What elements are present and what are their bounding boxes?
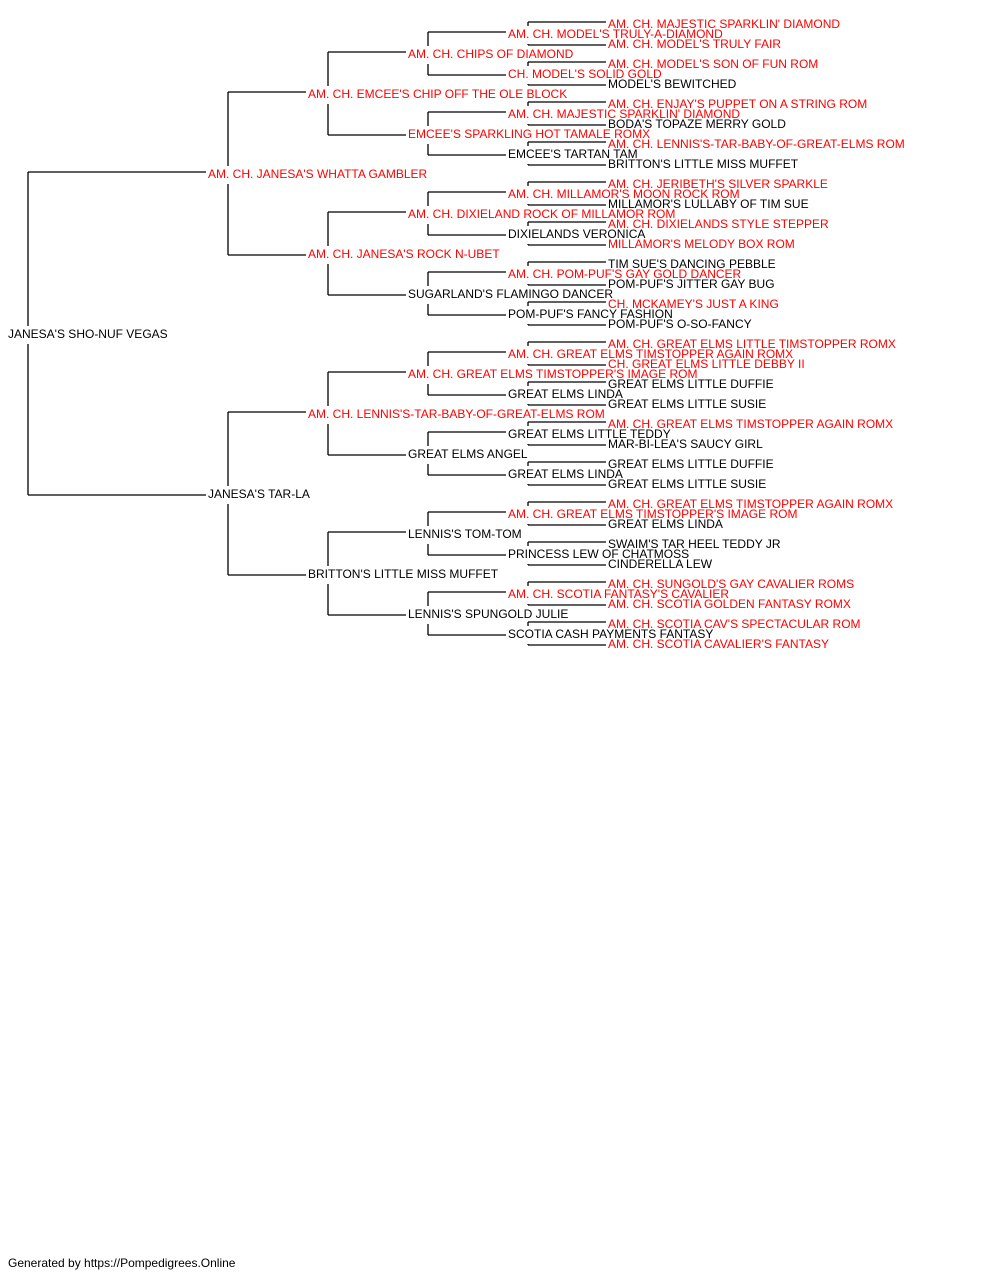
dog-name-label: POM-PUF'S O-SO-FANCY xyxy=(608,317,752,331)
dog-name-label: AM. CH. EMCEE'S CHIP OFF THE OLE BLOCK xyxy=(308,87,567,101)
dog-name-label: BODA'S TOPAZE MERRY GOLD xyxy=(608,117,786,131)
dog-name-label: AM. CH. MODEL'S TRULY FAIR xyxy=(608,37,781,51)
dog-name-label: MILLAMOR'S MELODY BOX ROM xyxy=(608,237,795,251)
dog-name-label: AM. CH. JANESA'S WHATTA GAMBLER xyxy=(208,167,428,181)
dog-name-label: CH. GREAT ELMS LITTLE DEBBY II xyxy=(608,357,805,371)
dog-name-label: AM. CH. SCOTIA GOLDEN FANTASY ROMX xyxy=(608,597,851,611)
dog-name-label: GREAT ELMS LITTLE TEDDY xyxy=(508,427,671,441)
dog-name-label: AM. CH. GREAT ELMS TIMSTOPPER AGAIN ROMX xyxy=(608,497,893,511)
dog-name-label: AM. CH. SCOTIA FANTASY'S CAVALIER xyxy=(508,587,729,601)
dog-name-label: AM. CH. GREAT ELMS TIMSTOPPER'S IMAGE RO… xyxy=(408,367,697,381)
dog-name-label: AM. CH. MAJESTIC SPARKLIN' DIAMOND xyxy=(508,107,740,121)
dog-name-label: AM. CH. JERIBETH'S SILVER SPARKLE xyxy=(608,177,828,191)
dog-name-label: AM. CH. POM-PUF'S GAY GOLD DANCER xyxy=(508,267,742,281)
dog-name-label: EMCEE'S SPARKLING HOT TAMALE ROMX xyxy=(408,127,650,141)
dog-name-label: AM. CH. CHIPS OF DIAMOND xyxy=(408,47,574,61)
dog-name-label: AM. CH. MILLAMOR'S MOON ROCK ROM xyxy=(508,187,740,201)
dog-name-label: LENNIS'S TOM-TOM xyxy=(408,527,522,541)
dog-name-label: GREAT ELMS LINDA xyxy=(508,387,623,401)
dog-name-label: DIXIELANDS VERONICA xyxy=(508,227,645,241)
dog-name-label: AM. CH. DIXIELANDS STYLE STEPPER xyxy=(608,217,829,231)
dog-name-label: POM-PUF'S FANCY FASHION xyxy=(508,307,673,321)
dog-name-label: POM-PUF'S JITTER GAY BUG xyxy=(608,277,775,291)
dog-name-label: GREAT ELMS LITTLE SUSIE xyxy=(608,477,766,491)
pedigree-connector-lines xyxy=(27,21,606,646)
dog-name-label: AM. CH. JANESA'S ROCK N-UBET xyxy=(308,247,500,261)
dog-name-label: JANESA'S TAR-LA xyxy=(208,487,310,501)
dog-name-label: AM. CH. SUNGOLD'S GAY CAVALIER ROMS xyxy=(608,577,854,591)
dog-name-label: GREAT ELMS ANGEL xyxy=(408,447,528,461)
dog-name-label: MODEL'S BEWITCHED xyxy=(608,77,737,91)
dog-name-label: AM. CH. GREAT ELMS LITTLE TIMSTOPPER ROM… xyxy=(608,337,896,351)
dog-name-label: CH. MCKAMEY'S JUST A KING xyxy=(608,297,779,311)
dog-name-label: SWAIM'S TAR HEEL TEDDY JR xyxy=(608,537,781,551)
dog-name-label: GREAT ELMS LINDA xyxy=(508,467,623,481)
dog-name-label: GREAT ELMS LITTLE DUFFIE xyxy=(608,457,774,471)
dog-name-label: AM. CH. MAJESTIC SPARKLIN' DIAMOND xyxy=(608,17,840,31)
dog-name-label: LENNIS'S SPUNGOLD JULIE xyxy=(408,607,568,621)
dog-name-label: JANESA'S SHO-NUF VEGAS xyxy=(8,327,168,341)
dog-name-label: TIM SUE'S DANCING PEBBLE xyxy=(608,257,776,271)
dog-name-label: AM. CH. SCOTIA CAV'S SPECTACULAR ROM xyxy=(608,617,861,631)
dog-name-label: AM. CH. LENNIS'S-TAR-BABY-OF-GREAT-ELMS … xyxy=(308,407,605,421)
dog-name-label: AM. CH. GREAT ELMS TIMSTOPPER AGAIN ROMX xyxy=(508,347,793,361)
dog-name-label: AM. CH. DIXIELAND ROCK OF MILLAMOR ROM xyxy=(408,207,675,221)
dog-name-label: AM. CH. GREAT ELMS TIMSTOPPER'S IMAGE RO… xyxy=(508,507,797,521)
dog-name-label: AM. CH. GREAT ELMS TIMSTOPPER AGAIN ROMX xyxy=(608,417,893,431)
dog-name-label: BRITTON'S LITTLE MISS MUFFET xyxy=(308,567,499,581)
dog-name-label: BRITTON'S LITTLE MISS MUFFET xyxy=(608,157,799,171)
dog-name-label: GREAT ELMS LITTLE SUSIE xyxy=(608,397,766,411)
dog-name-label: SCOTIA CASH PAYMENTS FANTASY xyxy=(508,627,713,641)
dog-name-label: CH. MODEL'S SOLID GOLD xyxy=(508,67,662,81)
dog-name-label: PRINCESS LEW OF CHATMOSS xyxy=(508,547,689,561)
dog-name-label: GREAT ELMS LITTLE DUFFIE xyxy=(608,377,774,391)
dog-name-label: AM. CH. SCOTIA CAVALIER'S FANTASY xyxy=(608,637,829,651)
dog-name-label: EMCEE'S TARTAN TAM xyxy=(508,147,638,161)
dog-name-label: AM. CH. ENJAY'S PUPPET ON A STRING ROM xyxy=(608,97,867,111)
dog-name-label: CINDERELLA LEW xyxy=(608,557,713,571)
generated-by-footer: Generated by https://Pompedigrees.Online xyxy=(8,1256,236,1270)
pedigree-labels: JANESA'S SHO-NUF VEGAS AM. CH. JANESA'S W… xyxy=(8,17,905,651)
dog-name-label: SUGARLAND'S FLAMINGO DANCER xyxy=(408,287,613,301)
dog-name-label: MAR-BI-LEA'S SAUCY GIRL xyxy=(608,437,763,451)
dog-name-label: AM. CH. LENNIS'S-TAR-BABY-OF-GREAT-ELMS … xyxy=(608,137,905,151)
dog-name-label: AM. CH. MODEL'S TRULY-A-DIAMOND xyxy=(508,27,723,41)
dog-name-label: GREAT ELMS LINDA xyxy=(608,517,723,531)
dog-name-label: AM. CH. MODEL'S SON OF FUN ROM xyxy=(608,57,818,71)
dog-name-label: MILLAMOR'S LULLABY OF TIM SUE xyxy=(608,197,809,211)
